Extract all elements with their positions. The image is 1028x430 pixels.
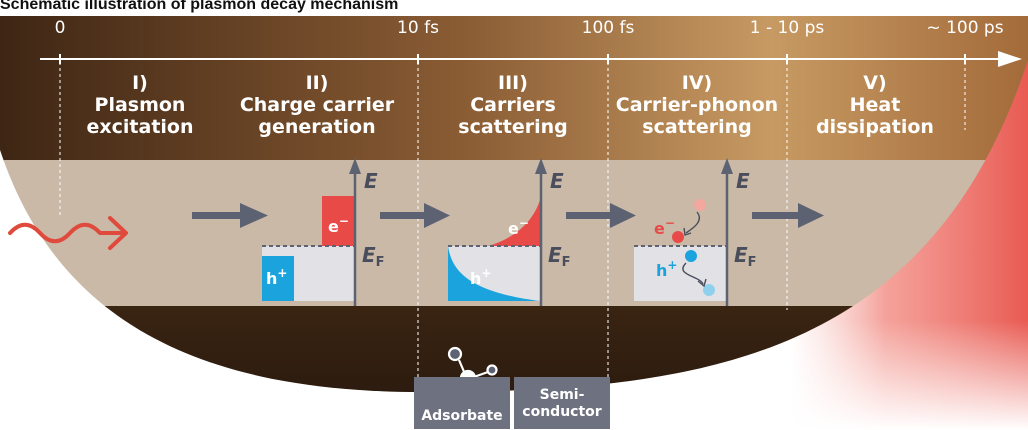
- stage-title-line: scattering: [458, 116, 568, 138]
- fermi-level-label: EF: [548, 243, 571, 270]
- heat-dissipation-plume: [780, 20, 1028, 430]
- stage-title-line: Charge carrier: [239, 94, 395, 116]
- time-tick-1-10ps: 1 - 10 ps: [749, 18, 825, 38]
- adsorbate-chip: Adsorbate: [414, 377, 510, 429]
- electron-label: e−: [654, 216, 675, 238]
- hole-label: h+: [470, 266, 491, 288]
- stage-title-line: Heat: [849, 94, 901, 116]
- time-tick-100fs: 100 fs: [581, 18, 635, 38]
- stage-carrier-phonon-scattering: IV) Carrier-phonon scattering: [612, 72, 782, 138]
- stage-heat-dissipation: V) Heat dissipation: [790, 72, 960, 138]
- stage-title-line: excitation: [86, 116, 194, 138]
- semiconductor-label-line1: Semi-: [539, 387, 585, 403]
- stage-number: II): [305, 72, 329, 94]
- progression-arrow-4: [752, 203, 824, 228]
- stage-carriers-scattering: III) Carriers scattering: [428, 72, 598, 138]
- progression-arrows: [192, 203, 824, 228]
- stage-title-line: generation: [258, 116, 376, 138]
- stage-number: IV): [681, 72, 713, 94]
- fermi-level-label: EF: [362, 243, 385, 270]
- time-tick-10fs: 10 fs: [397, 18, 439, 38]
- semiconductor-chip: Semi- conductor: [514, 377, 610, 429]
- panel-charge-carrier-generation: e− h+ E EF: [262, 158, 385, 306]
- figure-title: Schematic illustration of plasmon decay …: [0, 0, 399, 13]
- time-tick-100ps: ~ 100 ps: [926, 18, 1004, 38]
- stage-title-line: Plasmon: [94, 94, 186, 116]
- relaxed-electron-dot: [672, 231, 684, 243]
- energy-axis-label: E: [550, 169, 564, 193]
- electron-label: e−: [328, 214, 349, 236]
- stage-plasmon-excitation: I) Plasmon excitation: [55, 72, 225, 138]
- time-axis: [40, 51, 1022, 67]
- electron-label: e−: [508, 216, 529, 238]
- adsorbate-label: Adsorbate: [421, 408, 503, 424]
- energy-axis-label: E: [736, 169, 750, 193]
- progression-arrow-3: [566, 203, 636, 228]
- semiconductor-label-line2: conductor: [522, 404, 602, 420]
- hole-label: h+: [266, 266, 287, 288]
- progression-arrow-1: [192, 203, 268, 228]
- fermi-level-label: EF: [734, 243, 757, 270]
- relaxed-hole-dot: [703, 284, 715, 296]
- stage-charge-carrier-generation: II) Charge carrier generation: [232, 72, 402, 138]
- stage-title-line: dissipation: [816, 116, 934, 138]
- stage-number: V): [863, 72, 887, 94]
- stage-title-line: Carrier-phonon: [615, 94, 779, 116]
- stage-title-line: Carriers: [470, 94, 556, 116]
- phase-separators: [59, 62, 966, 392]
- stage-title-line: scattering: [642, 116, 752, 138]
- hot-electron-dot: [694, 199, 706, 211]
- stage-number: I): [132, 72, 148, 94]
- plasmon-wave-icon: [8, 216, 128, 250]
- stage-number: III): [498, 72, 528, 94]
- time-tick-0: 0: [54, 18, 66, 38]
- energy-axis-label: E: [364, 169, 378, 193]
- hole-label: h+: [656, 258, 677, 280]
- panel-carriers-scattering: e− h+ E EF: [448, 158, 571, 306]
- hole-dot: [685, 250, 697, 262]
- panel-carrier-phonon-scattering: e− h+ E EF: [634, 158, 757, 306]
- progression-arrow-2: [380, 203, 450, 228]
